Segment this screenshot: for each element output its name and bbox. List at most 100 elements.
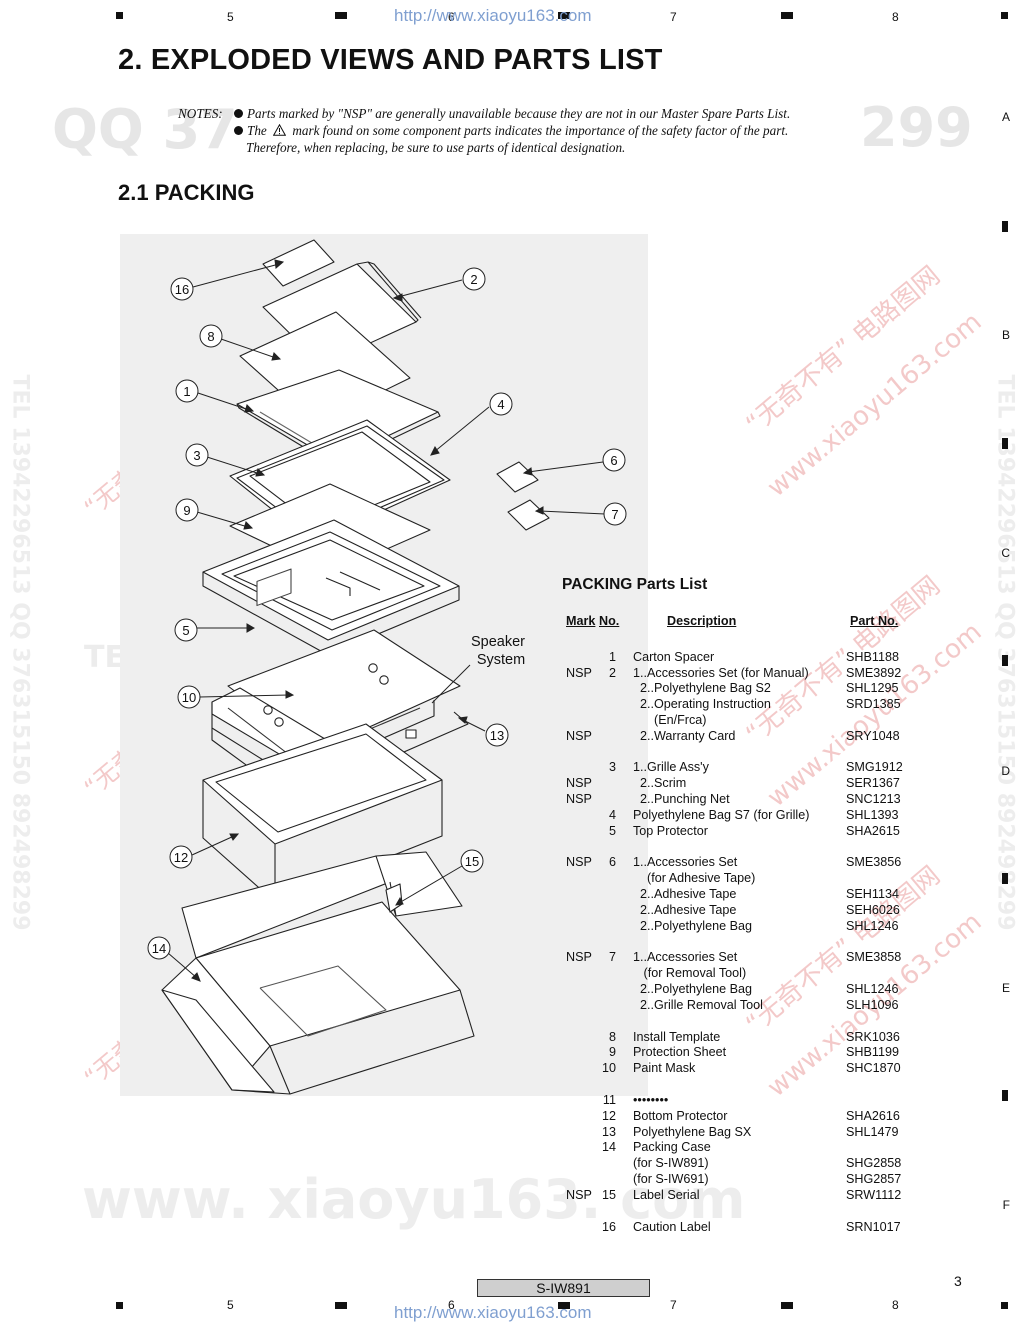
description: 2..Polyethylene Bag [633,919,753,933]
callout-13: 13 [490,728,504,743]
row-letter-f: F [1002,1198,1010,1212]
callout-5: 5 [182,623,189,638]
callout-7: 7 [611,507,618,522]
item-no: 11 [602,1093,616,1107]
description: 2..Punching Net [633,792,730,806]
description: Top Protector [633,824,708,838]
part-number: SME3858 [846,950,902,964]
part-number: SRW1112 [846,1188,902,1202]
part-number: SHG2857 [846,1172,902,1186]
row-mark-1 [1002,221,1008,232]
column-number-bottom-7: 7 [670,1298,677,1312]
item-no: 9 [608,1045,616,1059]
description: (En/Frca) [633,713,707,727]
border-mark-bottom-1 [116,1302,123,1309]
description: 1..Accessories Set (for Manual) [633,666,809,680]
part-number: SNC1213 [846,792,901,806]
parts-row: (for S-IW891) SHG2858 [566,1156,926,1172]
part-number: SER1367 [846,776,900,790]
item-no: 14 [601,1140,616,1154]
callout-14: 14 [152,941,166,956]
row-letter-e: E [1001,981,1010,995]
mark: NSP [566,792,592,806]
item-no: 6 [608,855,616,869]
speaker-label-line-2: System [477,652,525,668]
watermark-qq-right: 299 [860,96,973,159]
mark: NSP [566,666,592,680]
column-number-top-6: 6 [448,10,455,24]
border-mark-top-5 [1001,12,1008,19]
callout-12: 12 [174,850,188,865]
column-number-bottom-5: 5 [227,1298,234,1312]
notes-line-2-post: mark found on some component parts indic… [292,123,789,138]
description: Carton Spacer [633,650,715,664]
item-no: 3 [608,760,616,774]
callout-2: 2 [470,272,477,287]
notes-line-1: Parts marked by "NSP" are generally unav… [234,105,790,122]
header-no: No. [599,614,620,628]
description: 1..Accessories Set [633,950,738,964]
description: 1..Accessories Set [633,855,738,869]
border-mark-bottom-3 [558,1302,570,1309]
description: 2..Adhesive Tape [633,887,737,901]
parts-row: (En/Frca) [566,713,926,729]
bullet-icon [234,126,243,135]
item-no: 8 [608,1030,616,1044]
notes-line-2: The mark found on some component parts i… [234,122,788,139]
item-no: 2 [608,666,616,680]
part-number: SME3892 [846,666,902,680]
border-mark-top-2 [335,12,347,19]
item-no: 7 [608,950,616,964]
border-mark-top-4 [781,12,793,19]
part-number: SHG2858 [846,1156,902,1170]
header-url[interactable]: http://www.xiaoyu163.com [394,6,592,25]
description: 2..Polyethylene Bag S2 [633,681,771,695]
warning-triangle-icon [272,123,287,136]
callout-16: 16 [175,282,189,297]
part-number: SEH1134 [846,887,899,901]
description: •••••••• [633,1093,669,1107]
description: 2..Grille Removal Tool [633,998,763,1012]
description: (for Adhesive Tape) [633,871,756,885]
callout-9: 9 [183,503,190,518]
header-mark: Mark [566,614,596,628]
row-mark-4 [1002,873,1008,884]
callout-4: 4 [497,397,504,412]
description: (for S-IW891) [633,1156,709,1170]
part-number: SRK1036 [846,1030,900,1044]
description: Caution Label [633,1220,711,1234]
watermark-www-bottom: www. xiaoyu163. com [82,1168,746,1231]
row-mark-3 [1002,655,1008,666]
row-mark-5 [1002,1090,1008,1101]
parts-row: (for Removal Tool) [566,966,926,982]
description: Label Serial [633,1188,700,1202]
notes-label: NOTES: [178,106,223,121]
border-mark-top-1 [116,12,123,19]
parts-row: (for S-IW691)SHG2857 [566,1172,926,1188]
part-number: SHL1479 [846,1125,899,1139]
item-no: 4 [608,808,616,822]
footer-model: S-IW891 [477,1279,650,1297]
header-description: Description [667,614,737,628]
column-number-top-8: 8 [892,10,899,24]
description: 2..Operating Instruction [633,697,771,711]
callout-6: 6 [610,453,617,468]
border-mark-bottom-5 [1001,1302,1008,1309]
footer-url[interactable]: http://www.xiaoyu163.com [394,1303,592,1322]
description: 2..Warranty Card [633,729,736,743]
part-number: SEH6026 [846,903,900,917]
mark: NSP [566,776,592,790]
